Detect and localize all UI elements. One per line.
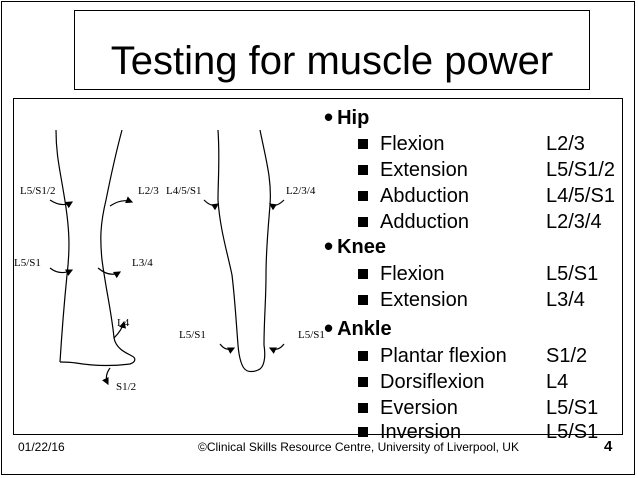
label-plantar-flexion: S1/2 xyxy=(116,381,136,393)
label-eversion: L5/S1 xyxy=(298,329,325,341)
slide-title: Testing for muscle power xyxy=(110,39,554,83)
square-bullet-icon xyxy=(358,191,368,201)
square-bullet-icon xyxy=(358,295,368,305)
label-dorsiflexion: L4 xyxy=(117,317,130,329)
bullet-icon: • xyxy=(324,102,334,132)
page-number: 4 xyxy=(604,438,613,455)
label-inversion: L5/S1 xyxy=(179,329,206,341)
leg-diagram: L5/S1/2 L2/3 L5/S1 L3/4 L4 S1/2 L4/5/S1 … xyxy=(14,129,325,393)
square-bullet-icon xyxy=(358,165,368,175)
label-hip-abduction: L4/5/S1 xyxy=(166,185,201,197)
square-bullet-icon xyxy=(358,403,368,413)
bullet-icon: • xyxy=(324,313,334,343)
square-bullet-icon xyxy=(358,217,368,227)
bullet-icon: • xyxy=(324,231,334,261)
section-heading-knee: •Knee xyxy=(324,231,387,261)
movement-arrows xyxy=(49,196,285,386)
footer-credit: ©Clinical Skills Resource Centre, Univer… xyxy=(198,440,519,454)
square-bullet-icon xyxy=(358,351,368,361)
section-heading-hip: •Hip xyxy=(324,102,370,132)
label-knee-extension: L3/4 xyxy=(132,257,153,269)
side-leg-outline xyxy=(55,129,136,366)
square-bullet-icon xyxy=(358,427,368,437)
label-knee-flexion: L5/S1 xyxy=(14,257,41,269)
square-bullet-icon xyxy=(358,269,368,279)
square-bullet-icon xyxy=(358,139,368,149)
footer-date: 01/22/16 xyxy=(18,440,65,454)
title-box: Testing for muscle power xyxy=(74,10,590,90)
label-hip-flexion: L2/3 xyxy=(138,185,159,197)
content-box xyxy=(13,98,623,435)
square-bullet-icon xyxy=(358,377,368,387)
label-hip-extension: L5/S1/2 xyxy=(20,185,55,197)
label-hip-adduction: L2/3/4 xyxy=(286,185,316,197)
section-heading-ankle: •Ankle xyxy=(324,313,392,343)
front-leg-outline xyxy=(217,129,271,373)
